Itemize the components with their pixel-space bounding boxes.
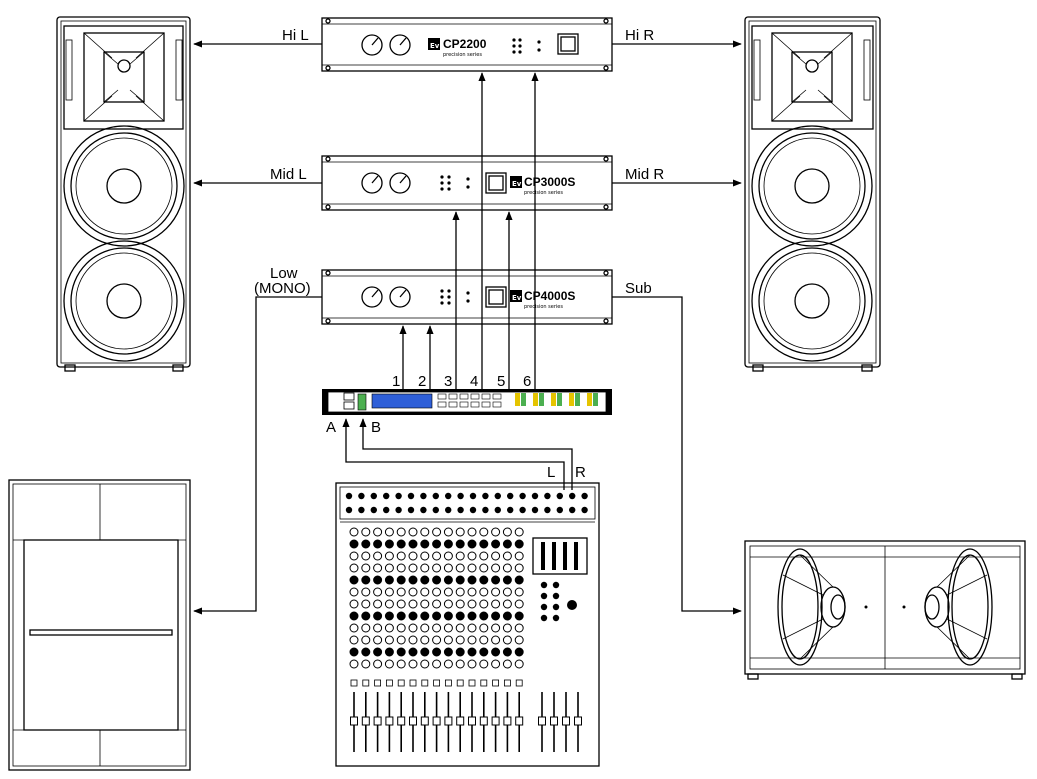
label-mixer-l: L [547,464,555,481]
amp-top-icon: Ev [321,17,613,72]
label-input-b: B [371,419,381,436]
amp-mid-model: CP3000S [524,175,575,189]
label-sub: Sub [625,280,652,297]
label-mid-r: Mid R [625,166,664,183]
label-low: Low [270,265,298,282]
amp-low-model: CP4000S [524,289,575,303]
svg-text:Ev: Ev [512,294,522,302]
label-mid-l: Mid L [270,166,307,183]
amp-mid-icon: Ev [321,155,613,211]
amp-top-model: CP2200 [443,37,487,51]
amp-low-icon: Ev [321,269,613,325]
amp-top-fine-print: precision series [443,52,482,58]
output-label-3: 3 [444,373,452,390]
label-hi-l: Hi L [282,27,309,44]
output-label-2: 2 [418,373,426,390]
output-label-5: 5 [497,373,505,390]
amp-low-fine-print: precision series [524,304,563,310]
label-hi-r: Hi R [625,27,654,44]
svg-text:Ev: Ev [430,42,440,50]
label-input-a: A [326,419,336,436]
amp-mid-fine-print: precision series [524,190,563,196]
label-low-mono: (MONO) [254,280,311,297]
dual-subwoofer-icon [744,540,1026,680]
right-three-way-speaker-icon [744,16,881,372]
crossover-processor-icon [322,389,612,415]
signal-wiring [193,40,742,615]
output-label-4: 4 [470,373,478,390]
output-label-6: 6 [523,373,531,390]
mixing-console-icon [335,482,600,767]
output-label-1: 1 [392,373,400,390]
left-three-way-speaker-icon [56,16,191,372]
label-mixer-r: R [575,464,586,481]
svg-text:Ev: Ev [512,180,522,188]
single-subwoofer-icon [8,479,191,771]
